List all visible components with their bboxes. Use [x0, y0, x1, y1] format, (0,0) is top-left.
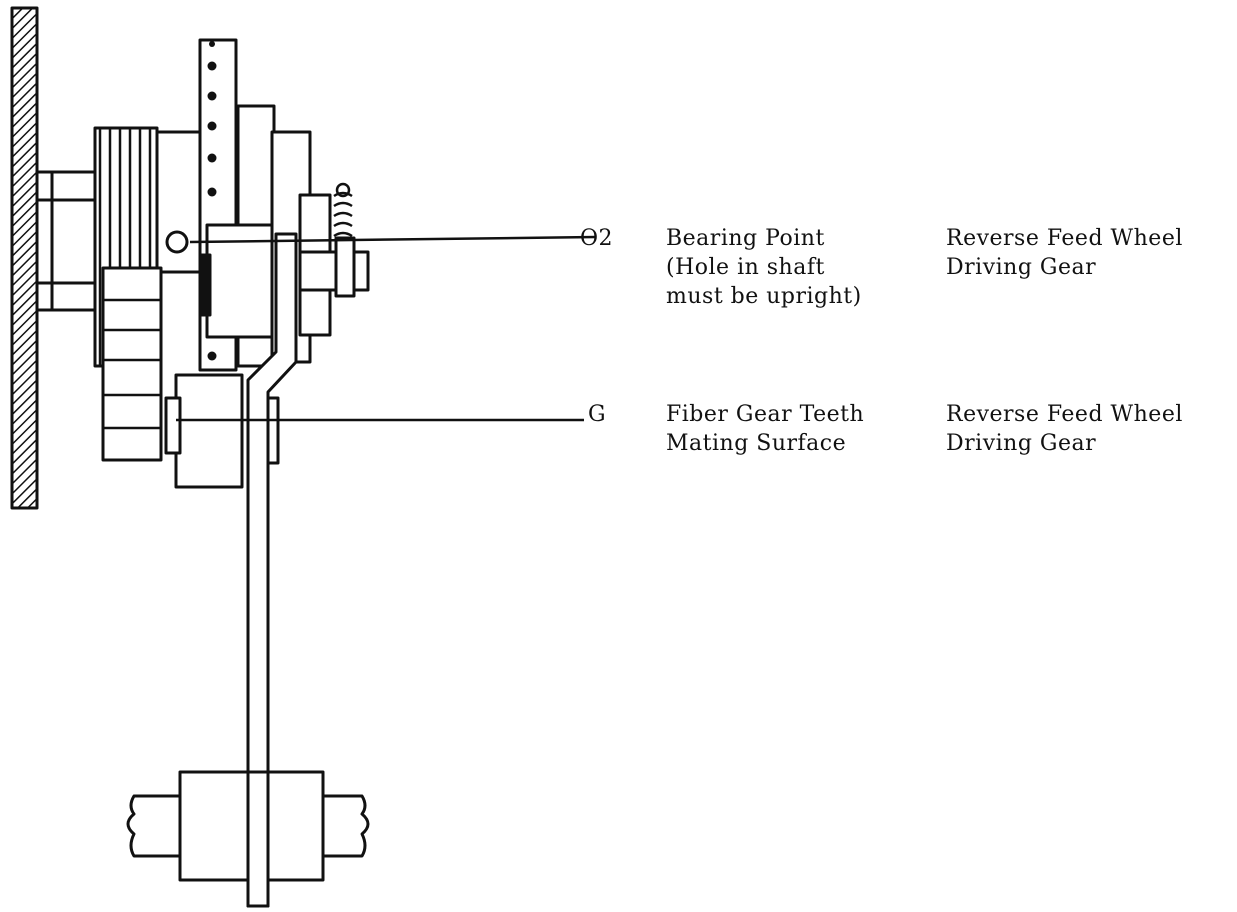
callout-part-g: Reverse Feed Wheel Driving Gear [946, 402, 1183, 456]
leader-line-o2 [189, 235, 597, 244]
bearing-block [205, 223, 274, 339]
spring [333, 182, 353, 238]
callout-description-o2: Bearing Point (Hole in shaft must be upr… [666, 226, 862, 309]
lower-collar [174, 373, 244, 489]
cross-pin [298, 250, 370, 292]
bearing-hole [165, 230, 189, 254]
hex-nut [35, 170, 99, 312]
bottom-shaft-right [320, 794, 370, 858]
callout-description-g: Fiber Gear Teeth Mating Surface [666, 402, 865, 456]
callout-part-o2: Reverse Feed Wheel Driving Gear [946, 226, 1183, 280]
callout-label-g: G [588, 402, 607, 427]
fiber-pinion-gear [101, 266, 163, 462]
hatched-frame-plate [10, 6, 39, 510]
bottom-shaft-left [126, 794, 182, 858]
callout-label-o2: O2 [580, 226, 614, 251]
